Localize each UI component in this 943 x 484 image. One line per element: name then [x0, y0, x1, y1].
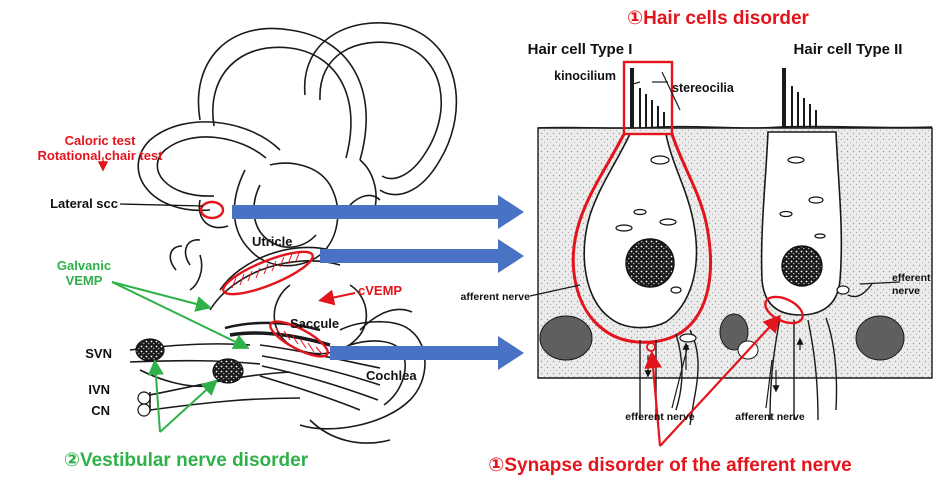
- stereocilia-label: stereocilia: [672, 81, 735, 95]
- type1-label: Hair cell Type I: [528, 41, 633, 58]
- leader-lines: [103, 157, 203, 206]
- cochlea-label: Cochlea: [366, 368, 417, 383]
- utricle-highlight: [219, 244, 317, 302]
- kinocilium-label: kinocilium: [554, 69, 616, 83]
- svn-label: SVN: [85, 346, 112, 361]
- cn-label: CN: [91, 403, 110, 418]
- type2-stereocilia: [784, 68, 816, 128]
- caloric-test-label: Caloric test: [65, 133, 136, 148]
- type1-stereocilia: [632, 68, 664, 128]
- utricle-label: Utricle: [252, 234, 292, 249]
- vemp-label: VEMP: [66, 273, 103, 288]
- cvemp-pointer: [322, 293, 355, 300]
- efferent-nerve-bottom-label: efferent nerve: [625, 411, 695, 423]
- galvanic-label: Galvanic: [57, 258, 111, 273]
- efferent-right-label-2: nerve: [892, 285, 920, 297]
- hair-cells-disorder-title: ①Hair cells disorder: [627, 8, 809, 29]
- green-pointer-lines: [112, 282, 246, 432]
- afferent-nerve-bottom-label: afferent nerve: [735, 411, 805, 423]
- lateral-scc-label: Lateral scc: [50, 196, 118, 211]
- type2-label: Hair cell Type II: [794, 41, 903, 58]
- vestibular-nerve-disorder-title: ②Vestibular nerve disorder: [64, 450, 309, 471]
- blue-arrow-1: [232, 195, 524, 229]
- rotational-chair-label: Rotational chair test: [38, 148, 164, 163]
- synapse-disorder-title: ①Synapse disorder of the afferent nerve: [488, 455, 851, 476]
- afferent-nerve-left-label: afferent nerve: [461, 291, 531, 303]
- hair-cell-drawing: [530, 62, 932, 446]
- efferent-right-label-1: efferent: [892, 272, 931, 284]
- blue-arrow-2: [320, 239, 524, 273]
- cvemp-label: cVEMP: [358, 283, 402, 298]
- blue-arrow-3: [330, 336, 524, 370]
- ivn-label: IVN: [88, 382, 110, 397]
- saccule-label: Saccule: [290, 316, 339, 331]
